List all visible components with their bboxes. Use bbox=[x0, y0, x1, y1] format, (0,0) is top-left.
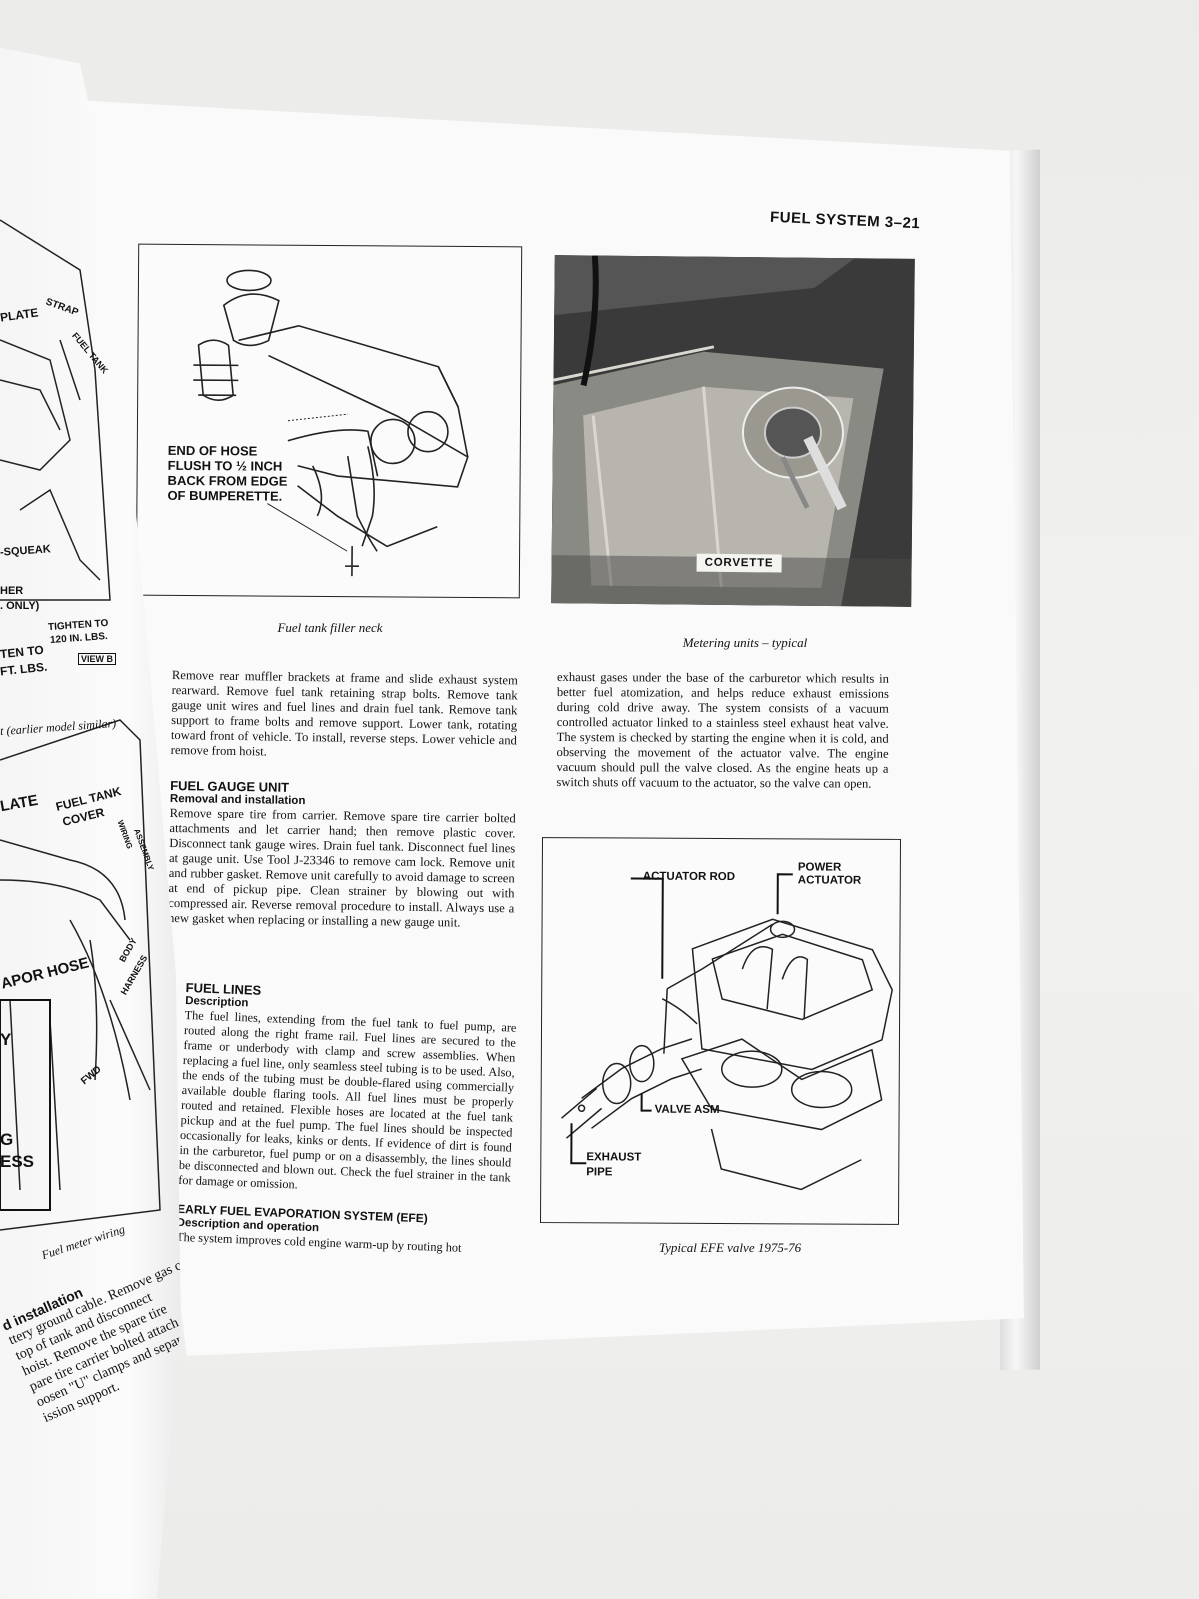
efe-drawing bbox=[561, 873, 894, 1191]
efe-caption: Typical EFE valve 1975-76 bbox=[658, 1240, 802, 1255]
left-label: ESS bbox=[0, 1152, 35, 1171]
exhaust-pipe-label: EXHAUST PIPE bbox=[586, 1150, 641, 1180]
corvette-label: CORVETTE bbox=[696, 553, 782, 573]
filler-neck-label-line: END OF HOSE bbox=[167, 442, 258, 459]
filler-neck-label-line: BACK FROM EDGE bbox=[167, 472, 288, 489]
left-page-drawings bbox=[0, 219, 161, 1231]
filler-neck-drawing bbox=[193, 269, 469, 577]
left-label: Y bbox=[0, 1030, 12, 1049]
filler-neck-label-line: OF BUMPERETTE. bbox=[167, 487, 283, 504]
intro-paragraph: Remove rear muffler brackets at frame an… bbox=[170, 668, 518, 759]
pipe-label-line: PIPE bbox=[586, 1166, 613, 1179]
metering-drawing bbox=[551, 255, 915, 607]
exhaust-label-line: EXHAUST bbox=[586, 1151, 642, 1164]
metering-caption: Metering units – typical bbox=[682, 635, 808, 650]
metering-photo: CORVETTE bbox=[551, 255, 915, 607]
filler-neck-label-line: FLUSH TO ½ INCH bbox=[167, 457, 283, 474]
valve-asm-label: VALVE ASM bbox=[654, 1103, 720, 1116]
left-label: . ONLY) bbox=[0, 600, 40, 612]
power-actuator-label: POWER ACTUATOR bbox=[798, 861, 862, 887]
left-label: VIEW B bbox=[78, 653, 117, 665]
left-column: Remove rear muffler brackets at frame an… bbox=[168, 668, 518, 947]
right-column: exhaust gases under the base of the carb… bbox=[556, 670, 889, 792]
left-column-lower: FUEL LINES Description The fuel lines, e… bbox=[176, 980, 518, 1258]
efe-continued-body: exhaust gases under the base of the carb… bbox=[556, 670, 889, 791]
filler-neck-label: END OF HOSE FLUSH TO ½ INCH BACK FROM ED… bbox=[167, 443, 287, 504]
filler-neck-figure: END OF HOSE FLUSH TO ½ INCH BACK FROM ED… bbox=[135, 243, 523, 599]
left-label: HER bbox=[0, 585, 24, 597]
actuator-label-line: ACTUATOR bbox=[797, 874, 862, 887]
power-label-line: POWER bbox=[797, 861, 842, 874]
fuel-lines-body: The fuel lines, extending from the fuel … bbox=[178, 1007, 517, 1192]
filler-neck-caption: Fuel tank filler neck bbox=[277, 620, 383, 635]
left-label: G bbox=[0, 1130, 14, 1149]
actuator-rod-label: ACTUATOR ROD bbox=[642, 870, 736, 884]
efe-figure: ACTUATOR ROD POWER ACTUATOR VALVE ASM EX… bbox=[539, 837, 902, 1225]
fuel-gauge-body: Remove spare tire from carrier. Remove s… bbox=[167, 805, 516, 930]
